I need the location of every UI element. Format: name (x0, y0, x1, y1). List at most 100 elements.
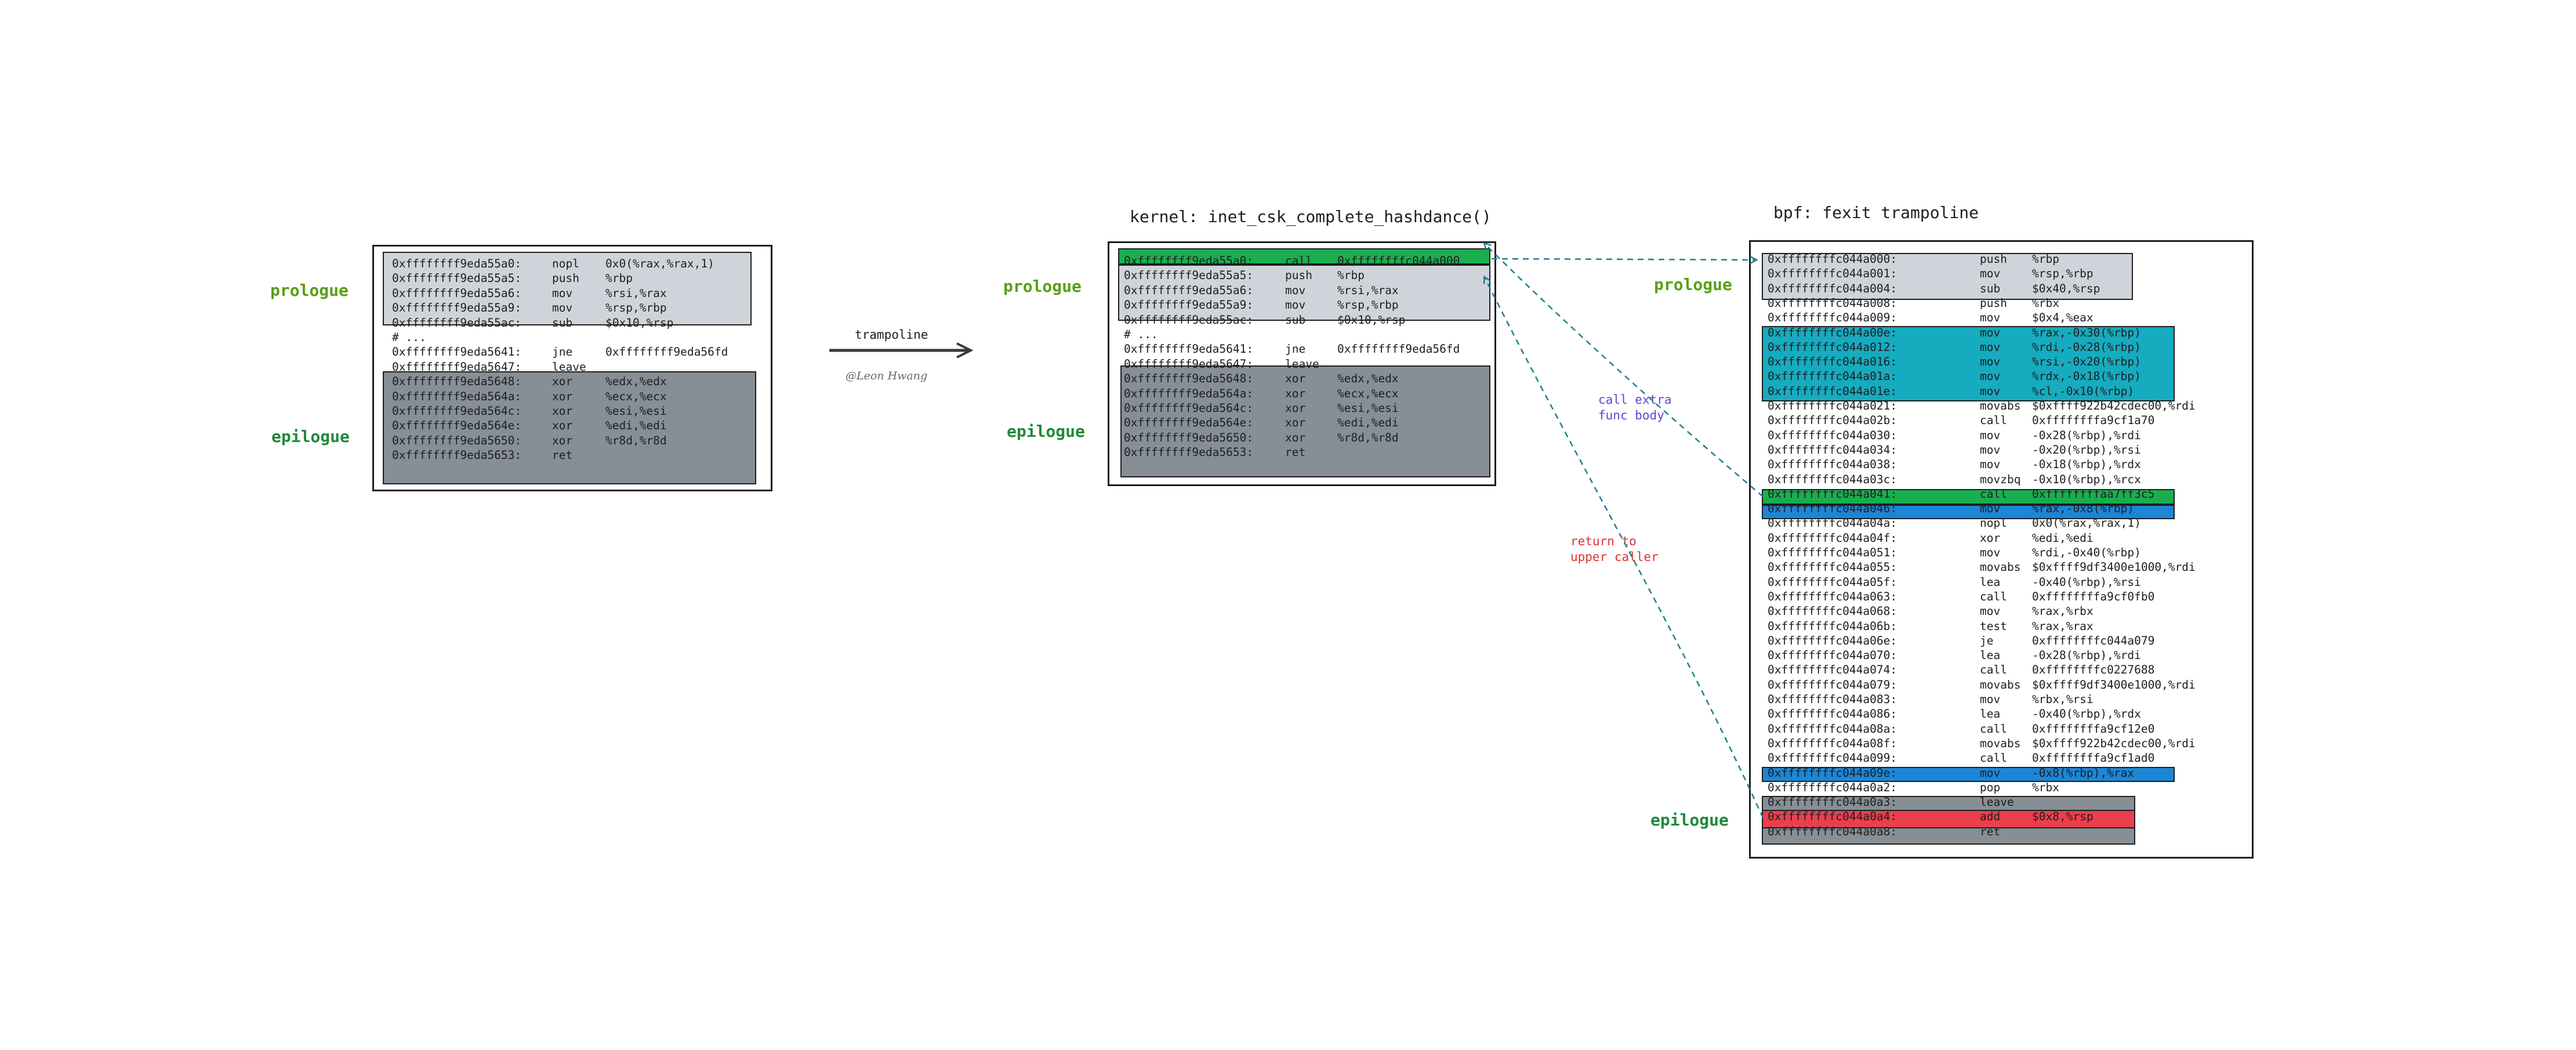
instruction-operand: %rdi,-0x40(%rbp) (2032, 546, 2141, 559)
instruction-address: 0xffffffff9eda5650: (392, 433, 522, 447)
instruction-operand: 0xffffffffc044a000 (1337, 254, 1460, 267)
instruction-address: # ... (392, 331, 426, 344)
instruction-mnemonic: push (1285, 269, 1312, 283)
bpf-call-origin-highlight (1762, 489, 2175, 505)
instruction-operand: $0x10,%rsp (605, 316, 674, 330)
instruction-address: 0xffffffff9eda5653: (392, 448, 522, 462)
instruction-address: 0xffffffffc044a074: (1768, 663, 1897, 677)
instruction-operand: 0xffffffffa9cf12e0 (2032, 722, 2155, 736)
instruction-mnemonic: mov (1980, 325, 2001, 339)
instruction-operand: %rax,-0x8(%rbp) (2032, 502, 2135, 516)
instruction-address: 0xffffffffc044a055: (1768, 560, 1897, 574)
instruction-address: 0xffffffffc044a009: (1768, 311, 1897, 325)
instruction-mnemonic: mov (1980, 693, 2001, 706)
instruction-mnemonic: sub (1980, 281, 2001, 295)
instruction-mnemonic: mov (1980, 355, 2001, 369)
kernel-title: kernel: inet_csk_complete_hashdance() (1130, 207, 1492, 226)
instruction-address: # ... (1124, 328, 1158, 341)
instruction-mnemonic: xor (552, 433, 573, 447)
instruction-operand: %rbx,%rsi (2032, 693, 2094, 706)
instruction-operand: %rbp (2032, 252, 2059, 266)
middle-prologue-highlight (1118, 265, 1490, 321)
instruction-mnemonic: call (1980, 414, 2007, 428)
instruction-address: 0xffffffff9eda5647: (1124, 357, 1254, 371)
instruction-mnemonic: leave (1980, 795, 2014, 809)
instruction-operand: %rsp,%rbp (2032, 267, 2094, 281)
instruction-address: 0xffffffffc044a038: (1768, 458, 1897, 472)
instruction-address: 0xffffffffc044a000: (1768, 252, 1897, 266)
return-note-line2: upper caller (1570, 550, 1659, 564)
instruction-mnemonic: mov (1980, 546, 2001, 559)
instruction-address: 0xffffffffc044a04a: (1768, 516, 1897, 530)
instruction-mnemonic: xor (1285, 416, 1306, 430)
instruction-mnemonic: push (1980, 296, 2007, 310)
instruction-operand: $0x40,%rsp (2032, 281, 2100, 295)
instruction-address: 0xffffffffc044a06b: (1768, 619, 1897, 633)
instruction-mnemonic: push (1980, 252, 2007, 266)
instruction-address: 0xffffffffc044a008: (1768, 296, 1897, 310)
instruction-mnemonic: call (1980, 722, 2007, 736)
instruction-mnemonic: mov (1980, 340, 2001, 354)
instruction-operand: -0x40(%rbp),%rsi (2032, 575, 2141, 589)
instruction-mnemonic: movabs (1980, 678, 2021, 691)
instruction-mnemonic: jne (552, 345, 573, 359)
instruction-mnemonic: xor (552, 419, 573, 433)
instruction-operand: %rsp,%rbp (605, 301, 667, 315)
instruction-mnemonic: call (1980, 589, 2007, 603)
instruction-operand: $0xffff9df3400e1000,%rdi (2032, 678, 2196, 691)
middle-call-highlight (1118, 248, 1490, 265)
instruction-address: 0xffffffff9eda55a9: (392, 301, 522, 315)
instruction-address: 0xffffffffc044a04f: (1768, 531, 1897, 545)
instruction-operand: %rax,-0x30(%rbp) (2032, 325, 2141, 339)
left-prologue-label: prologue (270, 281, 349, 300)
instruction-address: 0xffffffff9eda564e: (392, 419, 522, 433)
instruction-operand: -0x28(%rbp),%rdi (2032, 649, 2141, 662)
instruction-address: 0xffffffff9eda55a9: (1124, 298, 1254, 312)
instruction-address: 0xffffffffc044a021: (1768, 399, 1897, 412)
middle-prologue-label: prologue (1003, 277, 1082, 296)
instruction-operand: 0xffffffffa9cf1ad0 (2032, 751, 2155, 765)
instruction-operand: %r8d,%r8d (1337, 430, 1399, 444)
instruction-address: 0xffffffffc044a086: (1768, 707, 1897, 721)
bpf-skip-return-highlight (1762, 810, 2135, 828)
instruction-operand: 0xffffffffc044a079 (2032, 633, 2155, 647)
instruction-mnemonic: mov (1980, 458, 2001, 472)
instruction-address: 0xffffffff9eda564a: (392, 389, 522, 403)
bpf-restore-retval-highlight (1762, 767, 2175, 782)
instruction-operand: %rdi,-0x28(%rbp) (2032, 340, 2141, 354)
instruction-address: 0xffffffff9eda5648: (392, 375, 522, 389)
instruction-address: 0xffffffff9eda5647: (392, 360, 522, 374)
instruction-mnemonic: xor (1285, 430, 1306, 444)
instruction-mnemonic: je (1980, 633, 1994, 647)
instruction-operand: %rbx (2032, 296, 2059, 310)
instruction-operand: %ecx,%ecx (1337, 386, 1399, 400)
instruction-address: 0xffffffffc044a041: (1768, 487, 1897, 501)
jump-to-trampoline-arrow (1491, 259, 1756, 260)
instruction-mnemonic: add (1980, 810, 2001, 824)
instruction-address: 0xffffffffc044a070: (1768, 649, 1897, 662)
instruction-operand: -0x20(%rbp),%rsi (2032, 443, 2141, 457)
instruction-mnemonic: mov (1980, 443, 2001, 457)
instruction-operand: 0xffffffffc0227688 (2032, 663, 2155, 677)
instruction-address: 0xffffffff9eda564c: (1124, 401, 1254, 415)
instruction-address: 0xffffffff9eda55ac: (1124, 313, 1254, 327)
instruction-operand: %rdx,-0x18(%rbp) (2032, 370, 2141, 383)
instruction-address: 0xffffffff9eda55a5: (392, 271, 522, 285)
instruction-operand: %rsi,-0x20(%rbp) (2032, 355, 2141, 369)
instruction-mnemonic: mov (1980, 384, 2001, 398)
instruction-address: 0xffffffff9eda5641: (392, 345, 522, 359)
instruction-mnemonic: mov (1980, 311, 2001, 325)
left-epilogue-label: epilogue (271, 427, 350, 446)
instruction-address: 0xffffffffc044a012: (1768, 340, 1897, 354)
instruction-operand: %edi,%edi (605, 419, 667, 433)
instruction-mnemonic: movabs (1980, 560, 2021, 574)
instruction-mnemonic: movabs (1980, 736, 2021, 750)
instruction-operand: %rax,%rbx (2032, 604, 2094, 618)
instruction-mnemonic: leave (1285, 357, 1319, 371)
instruction-operand: -0x10(%rbp),%rcx (2032, 472, 2141, 486)
bpf-prologue-highlight (1762, 253, 2133, 300)
instruction-address: 0xffffffff9eda5650: (1124, 430, 1254, 444)
instruction-mnemonic: xor (552, 404, 573, 418)
instruction-address: 0xffffffffc044a03c: (1768, 472, 1897, 486)
